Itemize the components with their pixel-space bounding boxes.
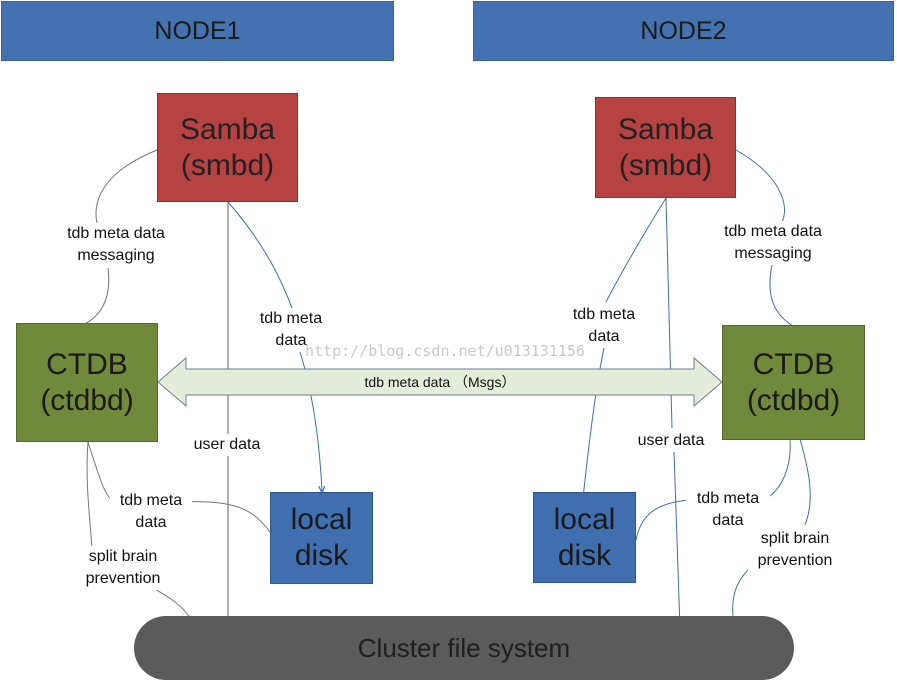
node1-samba-box: Samba (smbd)	[157, 93, 298, 202]
node2-samba-disk-label: tdb meta data	[561, 304, 647, 348]
node2-ctdb-process: (ctdbd)	[746, 383, 841, 417]
node2-samba-ctdb-label: tdb meta data messaging	[708, 221, 838, 265]
label-line: tdb meta data	[67, 225, 165, 242]
node1-split-brain-label: split brain prevention	[76, 546, 170, 590]
label-line: user data	[193, 436, 261, 453]
node2-samba-cfs-wire	[665, 197, 680, 628]
node2-samba-process: (smbd)	[618, 148, 713, 182]
node1-ctdb-box: CTDB (ctdbd)	[16, 323, 158, 442]
label-line: data	[135, 514, 167, 531]
label-line: prevention	[85, 570, 161, 587]
label-line: tdb meta	[259, 310, 323, 327]
node1-header: NODE1	[1, 1, 394, 61]
node1-header-title: NODE1	[154, 16, 241, 45]
label-line: messaging	[734, 245, 812, 262]
label-line: tdb meta data	[724, 223, 822, 240]
node1-user-data-label: user data	[184, 434, 270, 456]
node1-ctdb-name: CTDB	[46, 347, 128, 381]
node1-samba-name: Samba	[179, 112, 276, 146]
node1-local-disk-box: local disk	[270, 492, 373, 584]
label-line: split brain	[88, 548, 158, 565]
label-line: data	[275, 332, 307, 349]
node2-ctdb-box: CTDB (ctdbd)	[722, 325, 865, 440]
node2-split-brain-label: split brain prevention	[748, 528, 842, 572]
label-line: tdb meta	[696, 490, 760, 507]
label-line: split brain	[760, 530, 830, 547]
node2-header: NODE2	[473, 1, 894, 61]
node1-samba-process: (smbd)	[180, 148, 275, 182]
label-line: messaging	[77, 247, 155, 264]
node2-samba-name: Samba	[617, 112, 714, 146]
node2-ctdb-disk-wire	[635, 439, 791, 541]
node2-header-title: NODE2	[640, 16, 727, 45]
label-line: prevention	[757, 552, 833, 569]
node2-user-data-label: user data	[628, 430, 714, 452]
label-line: tdb meta	[572, 306, 636, 323]
node2-samba-disk-wire	[582, 197, 667, 508]
node2-samba-box: Samba (smbd)	[595, 97, 736, 198]
node2-ctdb-disk-label: tdb meta data	[686, 488, 770, 532]
node1-samba-disk-label: tdb meta data	[248, 308, 334, 352]
label-line: tdb meta	[119, 492, 183, 509]
watermark: http://blog.csdn.net/u013131156	[305, 342, 585, 360]
cluster-file-system: Cluster file system	[134, 616, 794, 680]
node2-disk-line2: disk	[557, 538, 612, 572]
node1-ctdb-disk-label: tdb meta data	[110, 490, 192, 534]
node1-disk-line2: disk	[294, 539, 349, 572]
node1-ctdb-process: (ctdbd)	[40, 383, 134, 417]
node2-disk-line1: local	[553, 502, 616, 536]
watermark-text: http://blog.csdn.net/u013131156	[305, 342, 585, 360]
label-line: user data	[637, 432, 705, 449]
node1-disk-line1: local	[290, 503, 353, 536]
node2-ctdb-name: CTDB	[752, 347, 835, 381]
label-line: data	[712, 512, 744, 529]
cluster-file-system-label: Cluster file system	[357, 632, 571, 663]
node2-local-disk-box: local disk	[533, 492, 636, 583]
node1-samba-ctdb-label: tdb meta data messaging	[52, 223, 180, 267]
label-line: data	[588, 328, 620, 345]
ctdb-link-label: tdb meta data （Msgs）	[300, 371, 580, 393]
node1-samba-disk-wire	[227, 201, 322, 492]
ctdb-link-text: tdb meta data （Msgs）	[364, 374, 516, 390]
